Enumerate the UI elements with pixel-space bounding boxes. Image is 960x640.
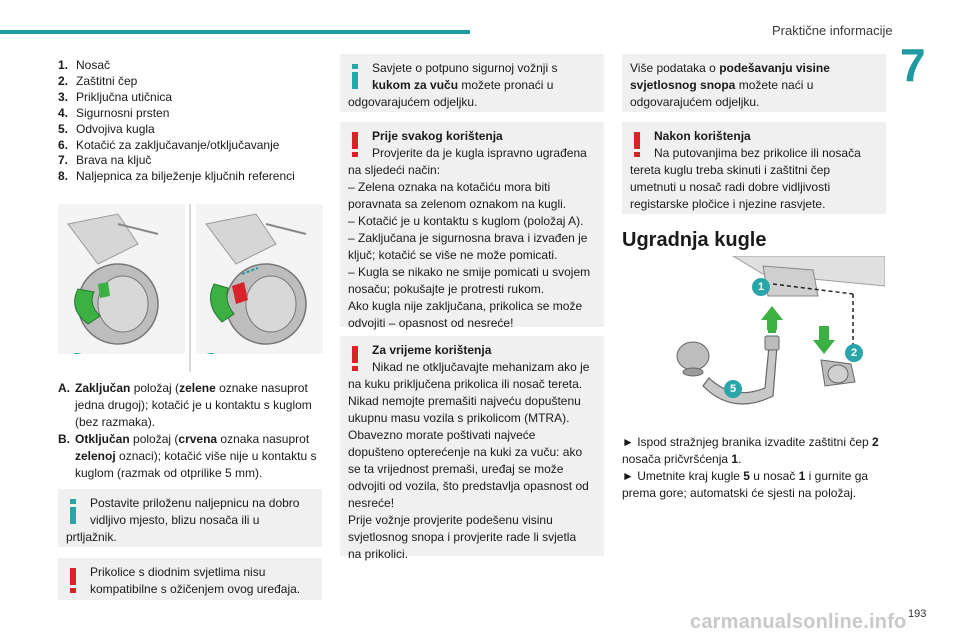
column-1: 1.Nosač 2.Zaštitni čep 3.Priključna utič… <box>58 58 323 185</box>
section-title: Ugradnja kugle <box>622 229 767 251</box>
list-item: A. Zaključan položaj (zelene oznake nasu… <box>58 381 312 429</box>
step-1: ► Ispod stražnjeg branika izvadite zašti… <box>622 435 879 449</box>
info-icon <box>352 64 358 90</box>
chapter-number: 7 <box>900 39 926 91</box>
info-box-sticker: Postavite priloženu naljepnicu na dobro … <box>58 489 322 547</box>
figure-ab: A B <box>58 204 323 372</box>
header-title: Praktične informacije <box>772 23 893 38</box>
install-steps: ► Ispod stražnjeg branika izvadite zašti… <box>622 434 887 502</box>
warning-box-led: Prikolice s diodnim svjetlima nisu kompa… <box>58 558 322 600</box>
list-item: 2.Zaštitni čep <box>58 73 138 88</box>
info-box-headlamp: Više podataka o podešavanju visine svjet… <box>622 54 886 112</box>
list-item: 1.Nosač <box>58 58 111 72</box>
list-item: B. Otključan položaj (crvena oznaka nasu… <box>58 432 317 480</box>
list-item: 3.Priključna utičnica <box>58 89 173 104</box>
install-figure: 1 2 5 <box>673 255 886 434</box>
parts-list: 1.Nosač 2.Zaštitni čep 3.Priključna utič… <box>58 58 323 185</box>
warning-box-during-use: Za vrijeme korištenja Nikad ne otključav… <box>340 336 604 561</box>
position-list: A. Zaključan položaj (zelene oznake nasu… <box>58 380 323 482</box>
figure-badge-5: 5 <box>724 380 742 398</box>
list-item: 4.Sigurnosni prsten <box>58 105 170 120</box>
info-box-safety: Savjete o potpuno sigurnoj vožnji s kuko… <box>340 54 604 112</box>
list-item: 5.Odvojiva kugla <box>58 121 155 136</box>
warning-icon <box>352 132 358 158</box>
list-item: 8.Naljepnica za bilježenje ključnih refe… <box>58 169 295 184</box>
warning-icon <box>70 568 76 594</box>
list-item: 7.Brava na ključ <box>58 153 152 168</box>
figure-badge-2: 2 <box>845 344 863 362</box>
figure-divider <box>189 204 191 372</box>
watermark: carmanualsonline.info <box>690 611 907 633</box>
figure-a-badge: A <box>68 353 86 354</box>
figure-a-image: A <box>58 204 185 354</box>
page-number: 193 <box>908 608 927 620</box>
list-item: 6.Kotačić za zaključavanje/otključavanje <box>58 137 280 152</box>
warning-icon <box>634 132 640 158</box>
info-icon <box>70 499 76 525</box>
header-accent-bar <box>0 30 470 34</box>
figure-badge-1: 1 <box>752 278 770 296</box>
figure-b-badge: B <box>202 353 220 354</box>
warning-icon <box>352 346 358 372</box>
warning-box-before-use: Prije svakog korištenja Provjerite da je… <box>340 122 604 330</box>
warning-box-after-use: Nakon korištenja Na putovanjima bez prik… <box>622 122 886 214</box>
figure-b-image: B <box>196 204 323 354</box>
step-2: ► Umetnite kraj kugle 5 u nosač 1 i gurn… <box>622 469 869 483</box>
